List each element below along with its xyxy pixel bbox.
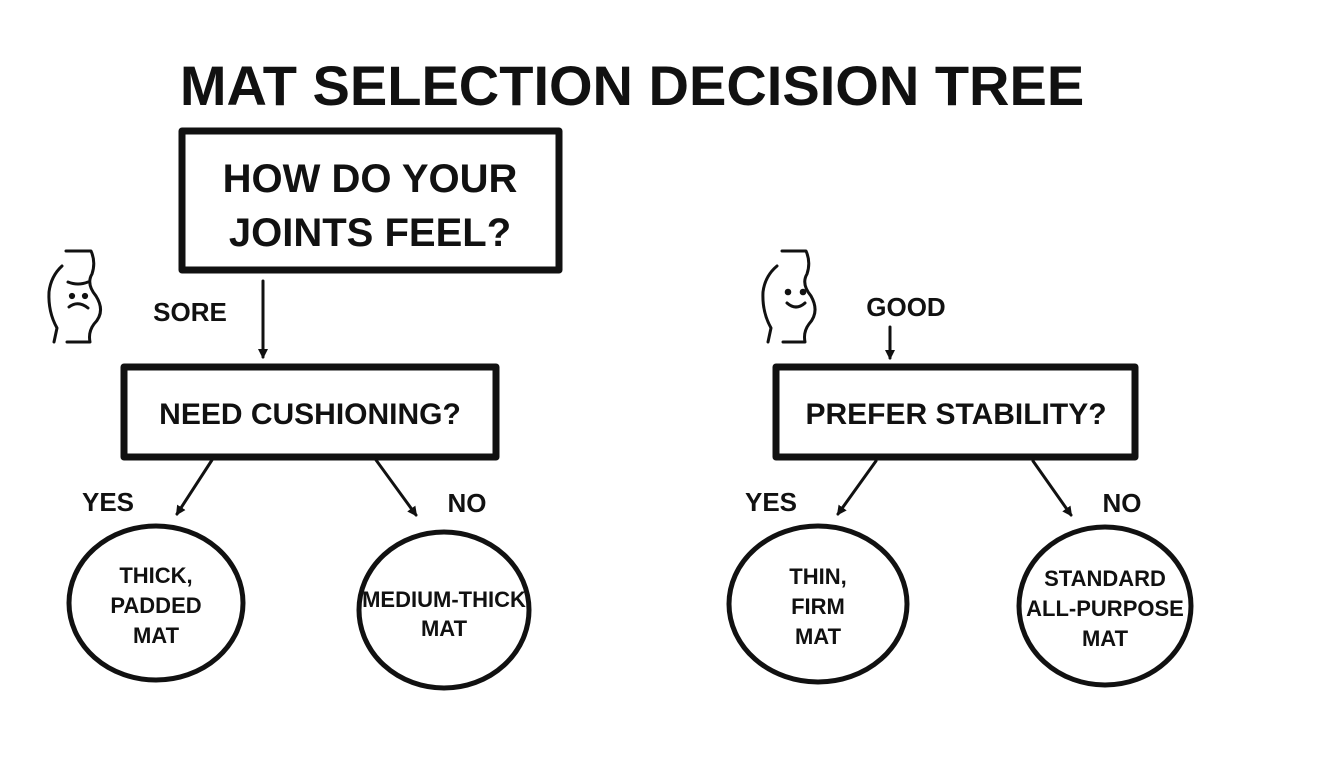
standard-all-purpose-mat-line-1: STANDARD [1044,566,1166,591]
cushioning-yes-arrow [175,458,214,516]
stability-no-arrow [1031,459,1073,517]
sore-edge-label: SORE [153,297,227,327]
thin-firm-mat-leaf: THIN, FIRM MAT [726,523,910,685]
stability-yes-arrow [836,459,878,516]
medium-thick-mat-leaf: MEDIUM-THICK MAT [356,529,532,691]
cushioning-question-node: NEED CUSHIONING? [120,363,500,461]
cushioning-question-label: NEED CUSHIONING? [159,398,461,431]
thin-firm-mat-line-3: MAT [795,624,842,649]
standard-all-purpose-mat-line-3: MAT [1082,626,1129,651]
diagram-title: MAT SELECTION DECISION TREE [180,54,1084,117]
thick-padded-mat-line-1: THICK, [119,563,192,588]
cushioning-no-arrow [374,458,418,517]
thick-padded-mat-line-3: MAT [133,623,180,648]
cushioning-yes-label: YES [82,487,134,517]
standard-all-purpose-mat-leaf: STANDARD ALL-PURPOSE MAT [1016,524,1194,688]
medium-thick-mat-line-2: MAT [421,616,468,641]
stability-question-node: PREFER STABILITY? [772,363,1139,461]
thick-padded-mat-leaf: THICK, PADDED MAT [66,523,246,683]
sore-joint-icon [47,249,102,344]
thick-padded-mat-line-2: PADDED [110,593,201,618]
root-question-node: HOW DO YOUR JOINTS FEEL? [178,127,563,274]
happy-joint-icon [761,249,817,344]
stability-yes-label: YES [745,487,797,517]
standard-all-purpose-mat-line-2: ALL-PURPOSE [1026,596,1184,621]
root-question-line-1: HOW DO YOUR [223,157,518,201]
stability-no-label: NO [1103,488,1142,518]
stability-question-label: PREFER STABILITY? [805,398,1106,431]
root-question-line-2: JOINTS FEEL? [229,211,511,255]
thin-firm-mat-line-1: THIN, [789,564,846,589]
good-edge-label: GOOD [866,292,945,322]
medium-thick-mat-line-1: MEDIUM-THICK [362,587,526,612]
cushioning-no-label: NO [448,488,487,518]
thin-firm-mat-line-2: FIRM [791,594,845,619]
